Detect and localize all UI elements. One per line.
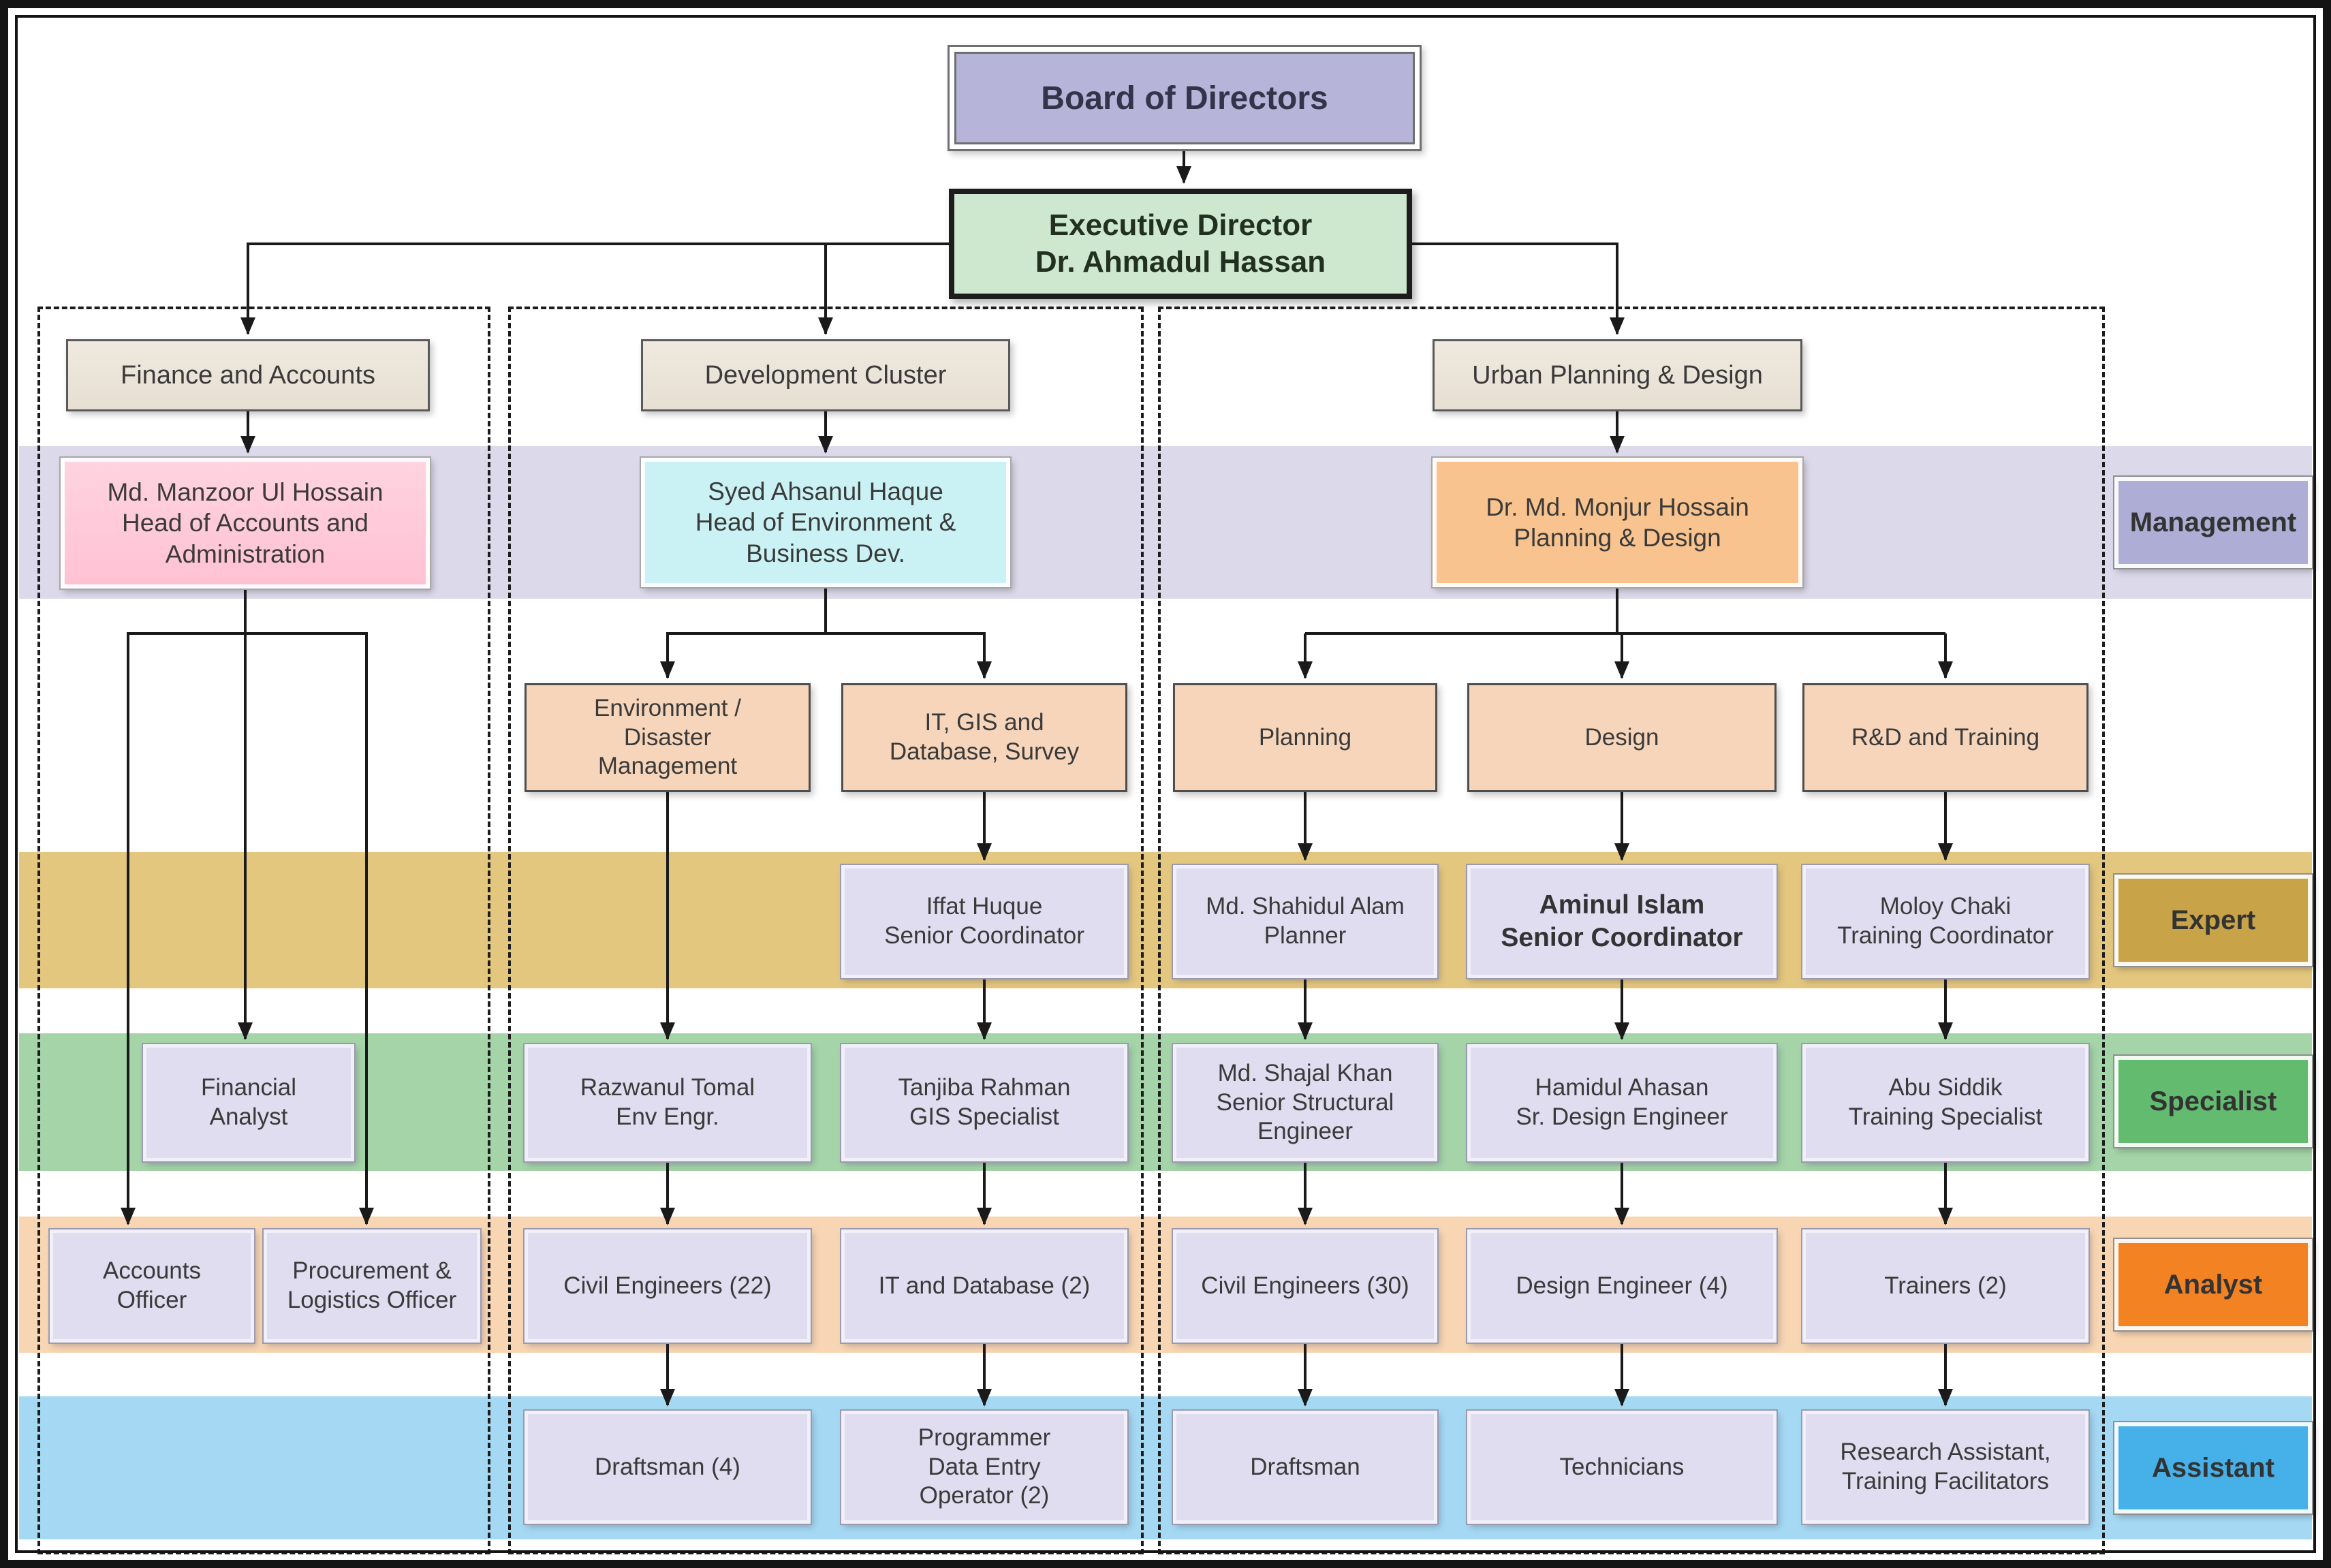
training-specialist-box: Abu Siddik Training Specialist [1801, 1043, 2090, 1163]
design-branch-box: Design [1467, 683, 1777, 792]
training-coordinator-box: Moloy Chaki Training Coordinator [1801, 864, 2090, 979]
board-of-directors-box: Board of Directors [948, 45, 1422, 151]
planner-box: Md. Shahidul Alam Planner [1172, 864, 1439, 979]
tier-label-management: Management [2113, 475, 2313, 569]
senior-coordinator-box: Iffat Huque Senior Coordinator [840, 864, 1129, 979]
programmer-box: Programmer Data Entry Operator (2) [840, 1409, 1129, 1525]
environment-branch-box: Environment / Disaster Management [525, 683, 811, 792]
trainers-box: Trainers (2) [1801, 1228, 2090, 1344]
procurement-officer-box: Procurement & Logistics Officer [262, 1228, 482, 1344]
design-engineer-box: Design Engineer (4) [1466, 1228, 1778, 1344]
it-gis-branch-box: IT, GIS and Database, Survey [841, 683, 1127, 792]
tier-label-specialist: Specialist [2113, 1054, 2313, 1148]
development-department-header: Development Cluster [641, 339, 1010, 411]
urban-column-outline [1158, 307, 2105, 1554]
urban-department-header: Urban Planning & Design [1433, 339, 1802, 411]
finance-head-box: Md. Manzoor Ul Hossain Head of Accounts … [59, 456, 431, 590]
tier-label-expert: Expert [2113, 873, 2313, 967]
urban-senior-coordinator-box: Aminul Islam Senior Coordinator [1466, 864, 1778, 979]
finance-department-header: Finance and Accounts [66, 339, 430, 411]
gis-specialist-box: Tanjiba Rahman GIS Specialist [840, 1043, 1129, 1163]
rd-training-branch-box: R&D and Training [1802, 683, 2088, 792]
executive-director-box: Executive Director Dr. Ahmadul Hassan [949, 189, 1412, 299]
board-of-directors-label: Board of Directors [954, 52, 1415, 144]
structural-engineer-box: Md. Shajal Khan Senior Structural Engine… [1172, 1043, 1439, 1163]
draftsman-4-box: Draftsman (4) [523, 1409, 812, 1525]
development-head-box: Syed Ahsanul Haque Head of Environment &… [640, 456, 1012, 589]
planning-branch-box: Planning [1173, 683, 1437, 792]
draftsman-box: Draftsman [1172, 1409, 1439, 1525]
senior-design-engineer-box: Hamidul Ahasan Sr. Design Engineer [1466, 1043, 1778, 1163]
research-assistant-box: Research Assistant, Training Facilitator… [1801, 1409, 2090, 1525]
it-database-box: IT and Database (2) [840, 1228, 1129, 1344]
finance-column-outline [37, 307, 490, 1554]
civil-engineers-22-box: Civil Engineers (22) [523, 1228, 812, 1344]
financial-analyst-box: Financial Analyst [142, 1043, 356, 1163]
civil-engineers-30-box: Civil Engineers (30) [1172, 1228, 1439, 1344]
env-engineer-box: Razwanul Tomal Env Engr. [523, 1043, 812, 1163]
tier-label-assistant: Assistant [2113, 1421, 2313, 1515]
tier-label-analyst: Analyst [2113, 1238, 2313, 1332]
urban-head-box: Dr. Md. Monjur Hossain Planning & Design [1431, 456, 1804, 589]
technicians-box: Technicians [1466, 1409, 1778, 1525]
accounts-officer-box: Accounts Officer [48, 1228, 255, 1344]
